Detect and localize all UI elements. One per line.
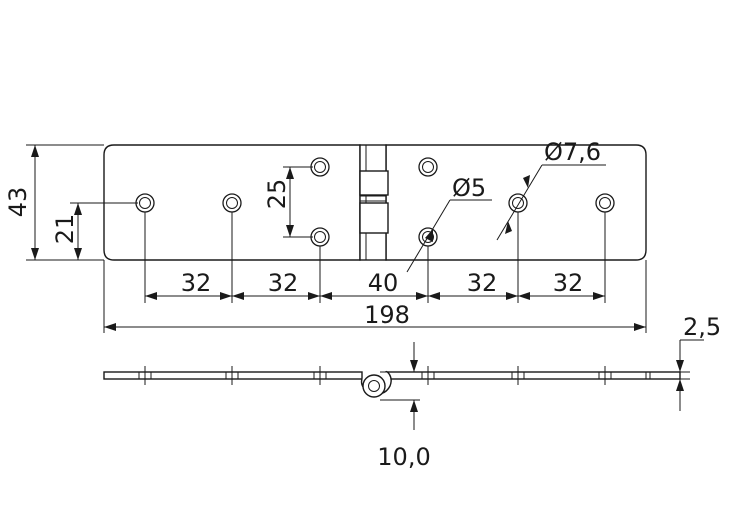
dimension-height-43: 43 xyxy=(4,144,104,261)
dimension-thickness: 2,5 xyxy=(650,313,721,411)
leader-countersink-diameter: Ø7,6 xyxy=(496,138,606,241)
hinge-top-view xyxy=(103,144,647,261)
dim-label-overall-length: 198 xyxy=(364,301,410,329)
right-leaf-outline xyxy=(385,144,647,261)
dimension-hole-spacing-25: 25 xyxy=(263,166,313,238)
dim-label-height-total: 43 xyxy=(4,187,32,218)
dim-label-pitch-center: 40 xyxy=(368,269,399,297)
hinge-side-view xyxy=(103,366,681,398)
dim-label-hole-pair-spacing: 25 xyxy=(263,179,291,210)
dimension-knuckle-offset: 10,0 xyxy=(377,342,431,471)
side-view-knuckle xyxy=(361,370,392,398)
dim-label-small-hole-diameter: Ø5 xyxy=(452,174,486,202)
hinge-knuckle xyxy=(359,144,389,261)
dimension-hole-height-21: 21 xyxy=(51,202,138,260)
dim-label-pitch-1: 32 xyxy=(181,269,212,297)
left-leaf-outline xyxy=(103,144,361,261)
dim-label-knuckle-offset: 10,0 xyxy=(377,443,430,471)
dimension-pitch-chain: 32 32 40 32 32 xyxy=(145,269,605,300)
dim-label-pitch-5: 32 xyxy=(553,269,584,297)
dim-label-hole-row-height: 21 xyxy=(51,214,79,245)
countersunk-hole xyxy=(418,157,438,177)
dim-label-pitch-2: 32 xyxy=(268,269,299,297)
side-view-hole-marks xyxy=(138,366,612,385)
dim-label-thickness: 2,5 xyxy=(683,313,721,341)
dimension-overall-length-198: 198 xyxy=(103,260,647,333)
dim-label-pitch-4: 32 xyxy=(467,269,498,297)
leader-small-hole-diameter: Ø5 xyxy=(406,174,492,273)
dim-label-countersink-diameter: Ø7,6 xyxy=(544,138,601,166)
hole-extension-lines xyxy=(144,212,606,303)
